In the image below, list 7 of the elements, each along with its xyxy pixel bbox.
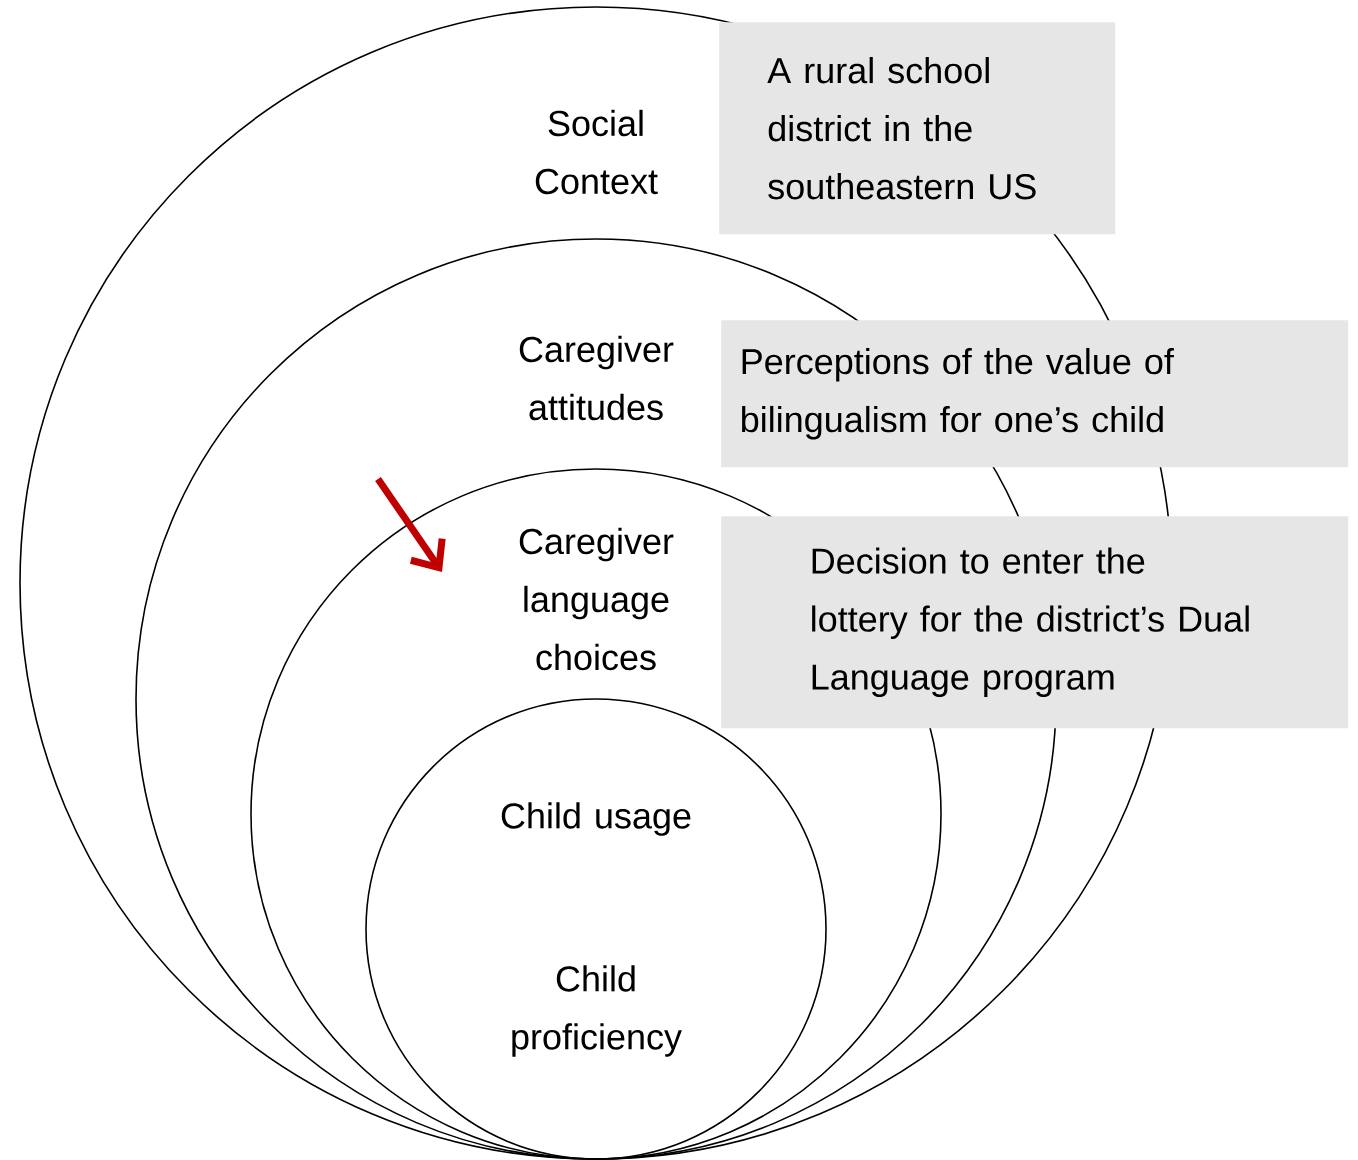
level-label: Social Context	[535, 109, 658, 195]
example-box: Decision to enter the lottery for the district’s Dual Language program	[721, 516, 1349, 729]
level-label: Caregiver attitudes	[519, 335, 674, 421]
example-box: Perceptions of the value of bilingualism for one’s child	[721, 320, 1349, 468]
level-label: Child proficiency	[512, 965, 682, 1057]
level-label: Child usage	[501, 802, 691, 836]
level-label: Caregiver language choices	[519, 527, 674, 671]
